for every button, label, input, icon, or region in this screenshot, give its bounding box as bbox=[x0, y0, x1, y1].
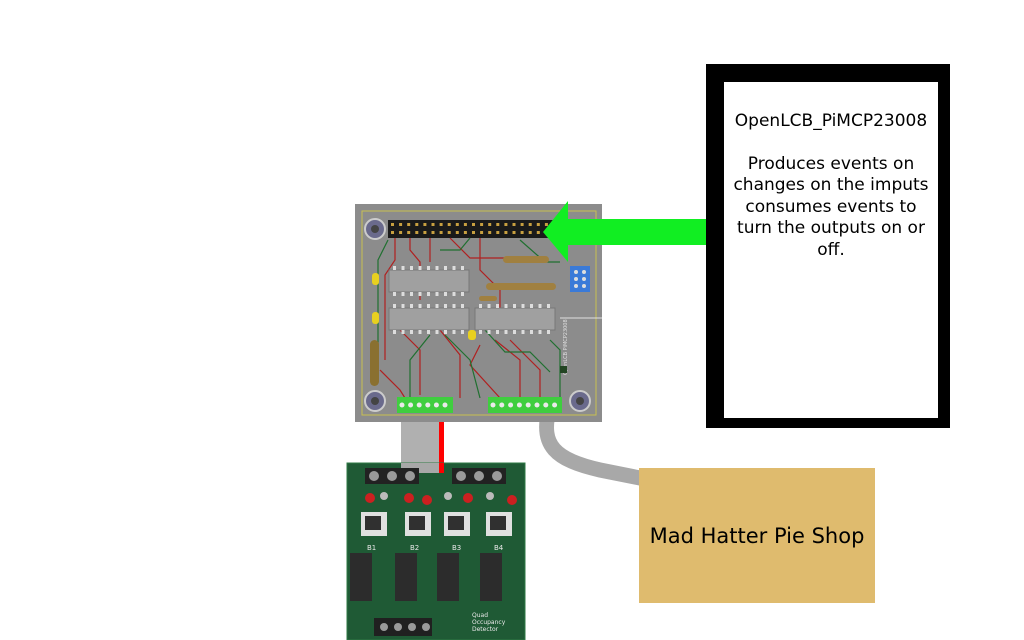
block-label-4: B4 bbox=[494, 544, 504, 552]
capacitor bbox=[372, 312, 379, 324]
resistor bbox=[479, 296, 497, 301]
capacitor bbox=[372, 273, 379, 285]
bidirectional-arrow bbox=[543, 199, 745, 262]
block-label-2: B2 bbox=[410, 544, 419, 552]
info-panel: OpenLCB_PiMCP23008 Produces events on ch… bbox=[706, 64, 950, 428]
info-panel-title: OpenLCB_PiMCP23008 bbox=[734, 111, 928, 131]
terminal-block-right bbox=[488, 397, 562, 413]
info-panel-content: OpenLCB_PiMCP23008 Produces events on ch… bbox=[724, 82, 938, 418]
bottom-terminal bbox=[374, 618, 432, 636]
capacitor bbox=[468, 330, 476, 340]
blue-connector bbox=[570, 266, 590, 292]
block-label-1: B1 bbox=[367, 544, 376, 552]
quad-occupancy-detector-board: B1 B2 B3 B4 Quad Occupancy Detector bbox=[346, 462, 526, 640]
gpio-header bbox=[388, 220, 554, 238]
ic-chip bbox=[388, 307, 470, 331]
ic-chip bbox=[474, 307, 556, 331]
terminal-block-left bbox=[397, 397, 453, 413]
detector-name-line2: Occupancy bbox=[472, 619, 506, 626]
location-box: Mad Hatter Pie Shop bbox=[639, 468, 875, 603]
detector-name-line3: Detector bbox=[472, 626, 499, 633]
location-label: Mad Hatter Pie Shop bbox=[649, 523, 865, 548]
detector-name-line1: Quad bbox=[472, 612, 488, 619]
red-wire bbox=[439, 412, 444, 466]
block-label-3: B3 bbox=[452, 544, 461, 552]
ic-chip bbox=[388, 269, 470, 293]
resistor bbox=[486, 283, 556, 290]
info-panel-description: Produces events on changes on the imputs… bbox=[733, 153, 929, 260]
resistor bbox=[503, 256, 549, 263]
capacitor bbox=[370, 340, 379, 386]
pcb-side-text: OpenLCB PiMCP23008 bbox=[563, 319, 569, 375]
